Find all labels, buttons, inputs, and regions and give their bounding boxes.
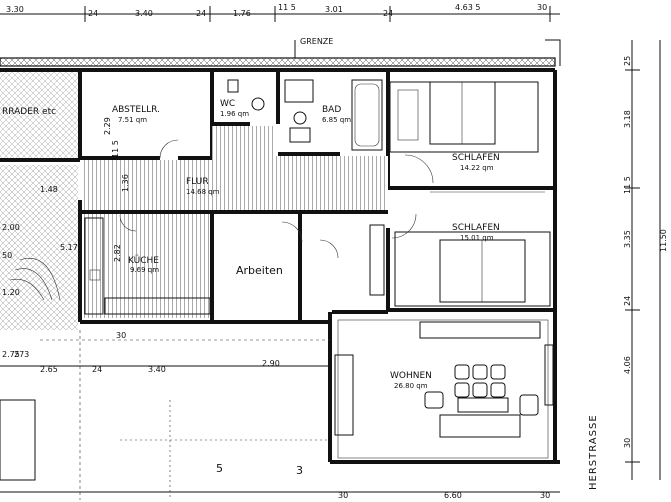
left-dim-4: 50	[2, 251, 12, 260]
right-dim-2: 3.18	[623, 110, 632, 128]
bottom-dim-2: 2.65	[40, 365, 58, 374]
abstellraum: ABSTELLR. 7.51 qm 2.29	[80, 72, 215, 160]
bottom-dim-4: 3.40	[148, 365, 166, 374]
top-dimension-line: 3.30 24 3.40 24 1.76 11 5 3.01 24 4.63 5…	[0, 3, 560, 22]
bottom-dim-6: 30	[338, 491, 348, 500]
flur-dim: 1.36	[121, 174, 130, 192]
top-dim-10: 30	[537, 3, 547, 12]
wc-area: 1.96 qm	[220, 110, 249, 118]
bicycle-room-label: RRADER etc	[2, 107, 56, 117]
top-dim-8: 24	[383, 9, 393, 18]
entry-area	[319, 224, 385, 296]
arbeiten-name: Arbeiten	[236, 264, 283, 277]
bottom-dimensions: 30 2.65 24 3.40 2.90 30 6.60 30	[0, 331, 560, 500]
schlafen1-name: SCHLAFEN	[452, 153, 500, 163]
top-dim-4: 24	[196, 9, 206, 18]
left-dim-3: 1.20	[2, 288, 20, 297]
arbeiten: Arbeiten	[236, 212, 303, 322]
left-dim-1: 1.48	[40, 185, 58, 194]
wc: WC 1.96 qm	[212, 72, 280, 126]
top-dim-3: 3.40	[135, 9, 153, 18]
top-dim-2: 24	[88, 9, 98, 18]
abstellraum-area: 7.51 qm	[118, 116, 147, 124]
abstellraum-dim: 2.29	[103, 117, 112, 135]
abstellraum-name: ABSTELLR.	[112, 105, 160, 115]
top-dim-7: 3.01	[325, 5, 343, 14]
top-dim-6: 11 5	[278, 3, 296, 12]
left-dim-6: 273	[14, 350, 29, 359]
schlafen2-name: SCHLAFEN	[452, 223, 500, 233]
right-dim-4: 3.35	[623, 230, 632, 248]
flur-name: FLUR	[186, 177, 209, 187]
top-dim-9: 4.63 5	[455, 3, 480, 12]
wohnen-area: 26.80 qm	[394, 382, 428, 390]
street-label: HERSTRASSE	[588, 414, 599, 490]
top-dim-5: 1.76	[233, 9, 251, 18]
schlafen-2: SCHLAFEN 15.01 qm	[386, 191, 555, 312]
wohnen-name: WOHNEN	[390, 371, 432, 381]
right-dim-7: 4.06	[623, 356, 632, 374]
left-dim-7: 5.17 4	[60, 243, 85, 252]
schlafen-1: SCHLAFEN 14.22 qm	[386, 81, 555, 190]
kueche: KÜCHE 9.69 qm 2.82	[82, 212, 214, 322]
bad-name: BAD	[322, 105, 341, 115]
boundary-label: GRENZE	[300, 37, 333, 46]
mark-3: 3	[296, 464, 303, 477]
terrace: 3 5	[0, 330, 330, 500]
kueche-dim: 2.82	[113, 244, 122, 262]
flur-area: 14.68 qm	[186, 188, 220, 196]
wohnen: WOHNEN 26.80 qm	[332, 310, 554, 459]
bicycle-room: RRADER etc 1.48 2.00 1.20 50 2.75 273 5.…	[0, 72, 85, 359]
wc-name: WC	[220, 99, 235, 109]
schlafen1-area: 14.22 qm	[460, 164, 494, 172]
right-dimensions: 25 3.18 11 5 3.35 11.50 24 4.06 30 HERST…	[588, 40, 668, 490]
bad-area: 6.85 qm	[322, 116, 351, 124]
bottom-dim-3: 24	[92, 365, 102, 374]
mark-5: 5	[216, 462, 223, 475]
kueche-area: 9.69 qm	[130, 266, 159, 274]
schlafen2-area: 15.01 qm	[460, 234, 494, 242]
right-dim-3: 11 5	[623, 176, 632, 194]
flur-dim2: 11 5	[111, 140, 120, 158]
bad: BAD 6.85 qm	[278, 72, 390, 156]
exterior-walls	[0, 68, 560, 464]
right-dim-1: 25	[623, 56, 632, 66]
bottom-dim-7: 6.60	[444, 491, 462, 500]
left-dim-5: 2.75	[2, 350, 20, 359]
right-dim-6: 24	[623, 296, 632, 306]
right-dim-8: 30	[623, 438, 632, 448]
bottom-dim-8: 30	[540, 491, 550, 500]
bottom-dim-1: 30	[116, 331, 126, 340]
kueche-name: KÜCHE	[128, 255, 159, 266]
flur: FLUR 14.68 qm 1.36 11 5	[82, 126, 388, 214]
left-dim-2: 2.00	[2, 223, 20, 232]
top-dim-1: 3.30	[6, 5, 24, 14]
bottom-dim-5: 2.90	[262, 359, 280, 368]
boundary-line: GRENZE	[0, 37, 561, 67]
right-dim-5: 11.50	[659, 229, 668, 252]
